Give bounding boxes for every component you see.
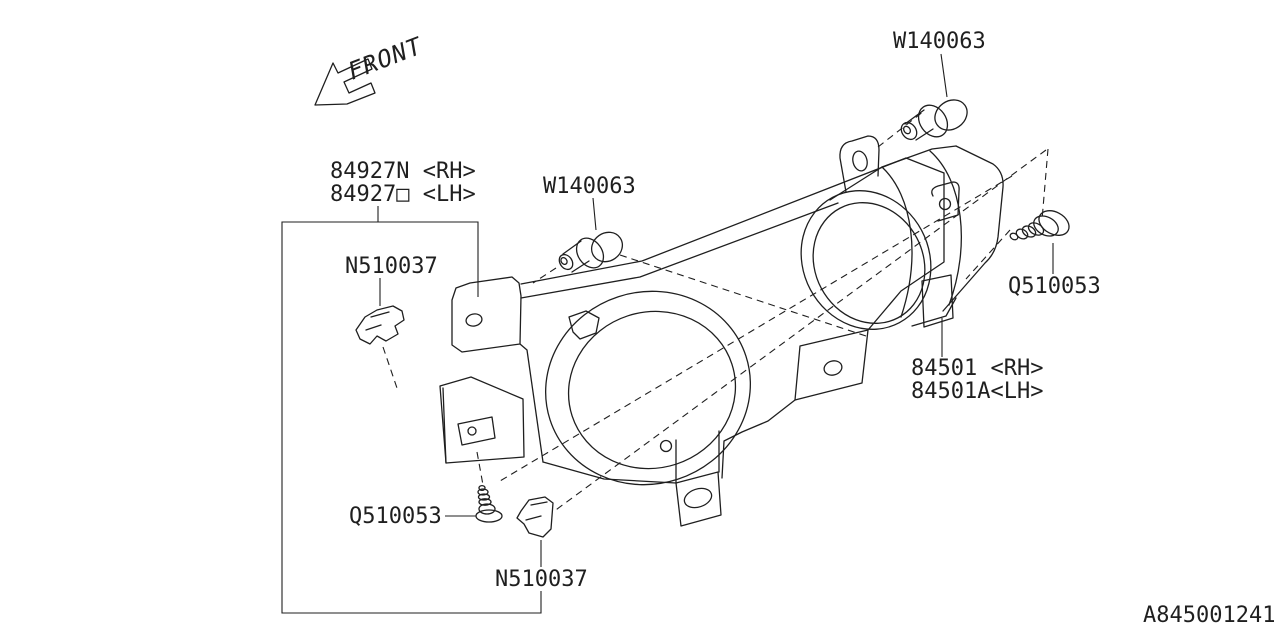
label-84927n-rh: 84927N <RH> xyxy=(330,159,476,184)
front-direction-indicator: FRONT xyxy=(314,32,427,106)
label-84501a-lh: 84501A<LH> xyxy=(911,379,1043,404)
label-n510037-top: N510037 xyxy=(345,254,438,279)
label-q510053-right: Q510053 xyxy=(1008,274,1101,299)
front-arrow-icon xyxy=(314,58,376,106)
diagram-id: A845001241 xyxy=(1143,603,1275,628)
nut-n510037-top-drawing xyxy=(355,305,405,345)
label-w140063-mid: W140063 xyxy=(543,174,636,199)
fog-lamp-drawing xyxy=(800,135,1004,330)
leader-lines xyxy=(377,53,1054,517)
bracket-zone-box xyxy=(281,221,542,614)
part-labels: W140063 84927N <RH> 84927□ <LH> W140063 … xyxy=(330,29,1101,592)
front-label: FRONT xyxy=(344,32,427,86)
label-n510037-bottom: N510037 xyxy=(495,567,588,592)
label-84927-lh: 84927□ <LH> xyxy=(330,182,476,207)
screw-q510053-left-drawing xyxy=(475,484,503,523)
screw-q510053-right-drawing xyxy=(1009,210,1070,241)
label-84501-rh: 84501 <RH> xyxy=(911,356,1043,381)
assembly-dashed-lines xyxy=(382,110,1049,513)
fog-lamp-bracket-drawing xyxy=(439,157,945,527)
label-w140063-top: W140063 xyxy=(893,29,986,54)
clip-w140063-top-drawing xyxy=(900,99,968,141)
nut-n510037-bottom-drawing xyxy=(516,496,554,538)
clip-w140063-mid-drawing xyxy=(558,231,624,273)
label-q510053-left: Q510053 xyxy=(349,504,442,529)
